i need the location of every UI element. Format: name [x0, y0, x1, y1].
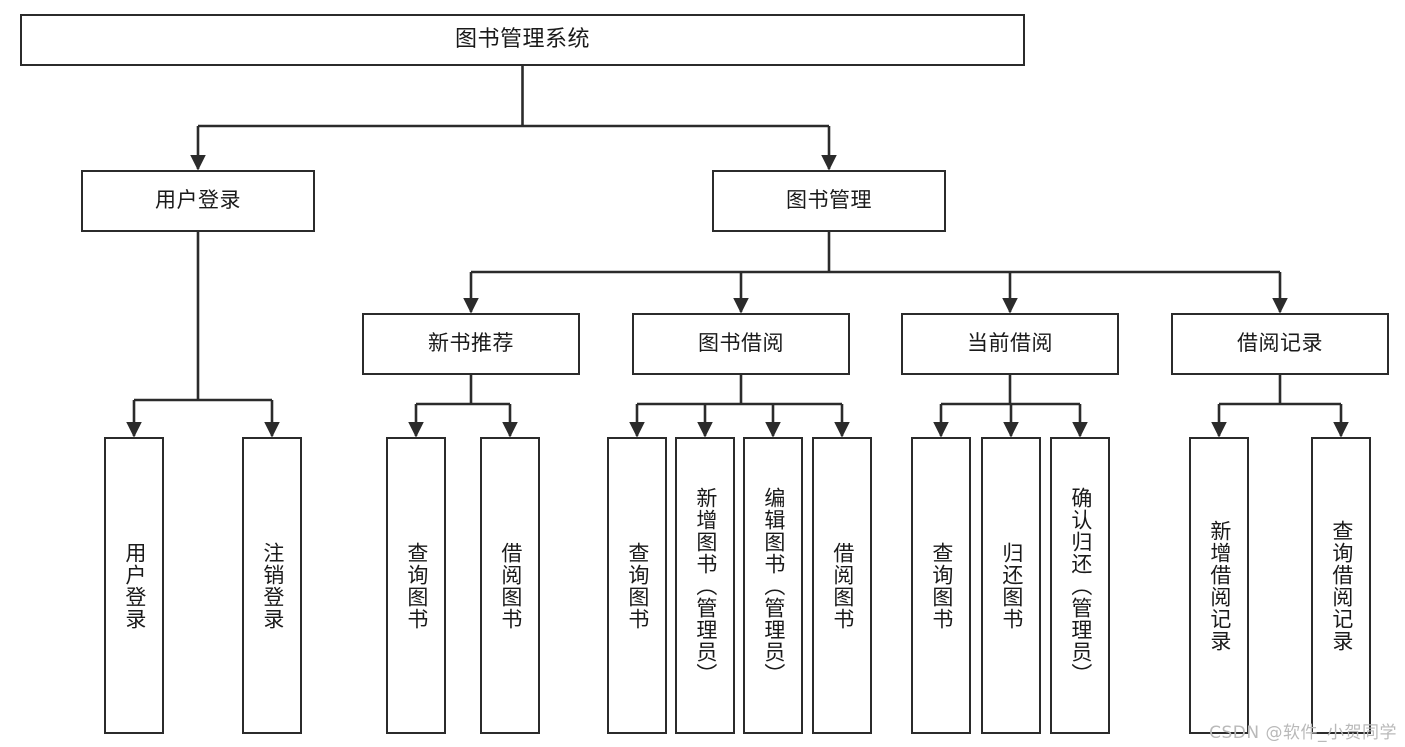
node-leaf-user-logout-label: 注销登录 — [260, 541, 285, 630]
node-leaf-confirm-return[interactable]: 确认归还（管理员） — [1050, 437, 1110, 734]
node-book-manage[interactable]: 图书管理 — [712, 170, 946, 232]
node-book-borrow-label: 图书借阅 — [698, 331, 784, 356]
node-leaf-edit-book-label: 编辑图书（管理员） — [761, 486, 786, 685]
node-leaf-query-book-3-label: 查询图书 — [929, 541, 954, 630]
node-leaf-borrow-book-1-label: 借阅图书 — [498, 541, 523, 630]
node-borrow-record-label: 借阅记录 — [1237, 331, 1323, 356]
node-leaf-borrow-book-1[interactable]: 借阅图书 — [480, 437, 540, 734]
node-leaf-borrow-book-2[interactable]: 借阅图书 — [812, 437, 872, 734]
node-leaf-query-book-1-label: 查询图书 — [404, 541, 429, 630]
node-leaf-return-book-label: 归还图书 — [999, 541, 1024, 630]
node-leaf-query-book-1[interactable]: 查询图书 — [386, 437, 446, 734]
node-user-login[interactable]: 用户登录 — [81, 170, 315, 232]
node-leaf-return-book[interactable]: 归还图书 — [981, 437, 1041, 734]
node-book-manage-label: 图书管理 — [786, 188, 872, 213]
node-leaf-user-logout[interactable]: 注销登录 — [242, 437, 302, 734]
node-leaf-add-record-label: 新增借阅记录 — [1207, 519, 1232, 652]
node-new-book-rec-label: 新书推荐 — [428, 331, 514, 356]
node-current-borrow[interactable]: 当前借阅 — [901, 313, 1119, 375]
node-user-login-label: 用户登录 — [155, 188, 241, 213]
node-root-label: 图书管理系统 — [454, 26, 590, 52]
node-leaf-query-record-label: 查询借阅记录 — [1329, 519, 1354, 652]
node-leaf-query-book-3[interactable]: 查询图书 — [911, 437, 971, 734]
csdn-watermark: CSDN @软件_小贺同学 — [1209, 723, 1397, 743]
node-leaf-query-record[interactable]: 查询借阅记录 — [1311, 437, 1371, 734]
node-leaf-query-book-2-label: 查询图书 — [625, 541, 650, 630]
node-root[interactable]: 图书管理系统 — [20, 14, 1025, 66]
node-leaf-add-book-label: 新增图书（管理员） — [693, 486, 718, 685]
node-leaf-add-book[interactable]: 新增图书（管理员） — [675, 437, 735, 734]
node-book-borrow[interactable]: 图书借阅 — [632, 313, 850, 375]
node-borrow-record[interactable]: 借阅记录 — [1171, 313, 1389, 375]
node-leaf-user-login-label: 用户登录 — [122, 541, 147, 630]
node-leaf-edit-book[interactable]: 编辑图书（管理员） — [743, 437, 803, 734]
node-leaf-borrow-book-2-label: 借阅图书 — [830, 541, 855, 630]
node-leaf-query-book-2[interactable]: 查询图书 — [607, 437, 667, 734]
node-leaf-add-record[interactable]: 新增借阅记录 — [1189, 437, 1249, 734]
node-leaf-user-login[interactable]: 用户登录 — [104, 437, 164, 734]
node-new-book-rec[interactable]: 新书推荐 — [362, 313, 580, 375]
node-leaf-confirm-return-label: 确认归还（管理员） — [1068, 486, 1093, 685]
node-current-borrow-label: 当前借阅 — [967, 331, 1053, 356]
